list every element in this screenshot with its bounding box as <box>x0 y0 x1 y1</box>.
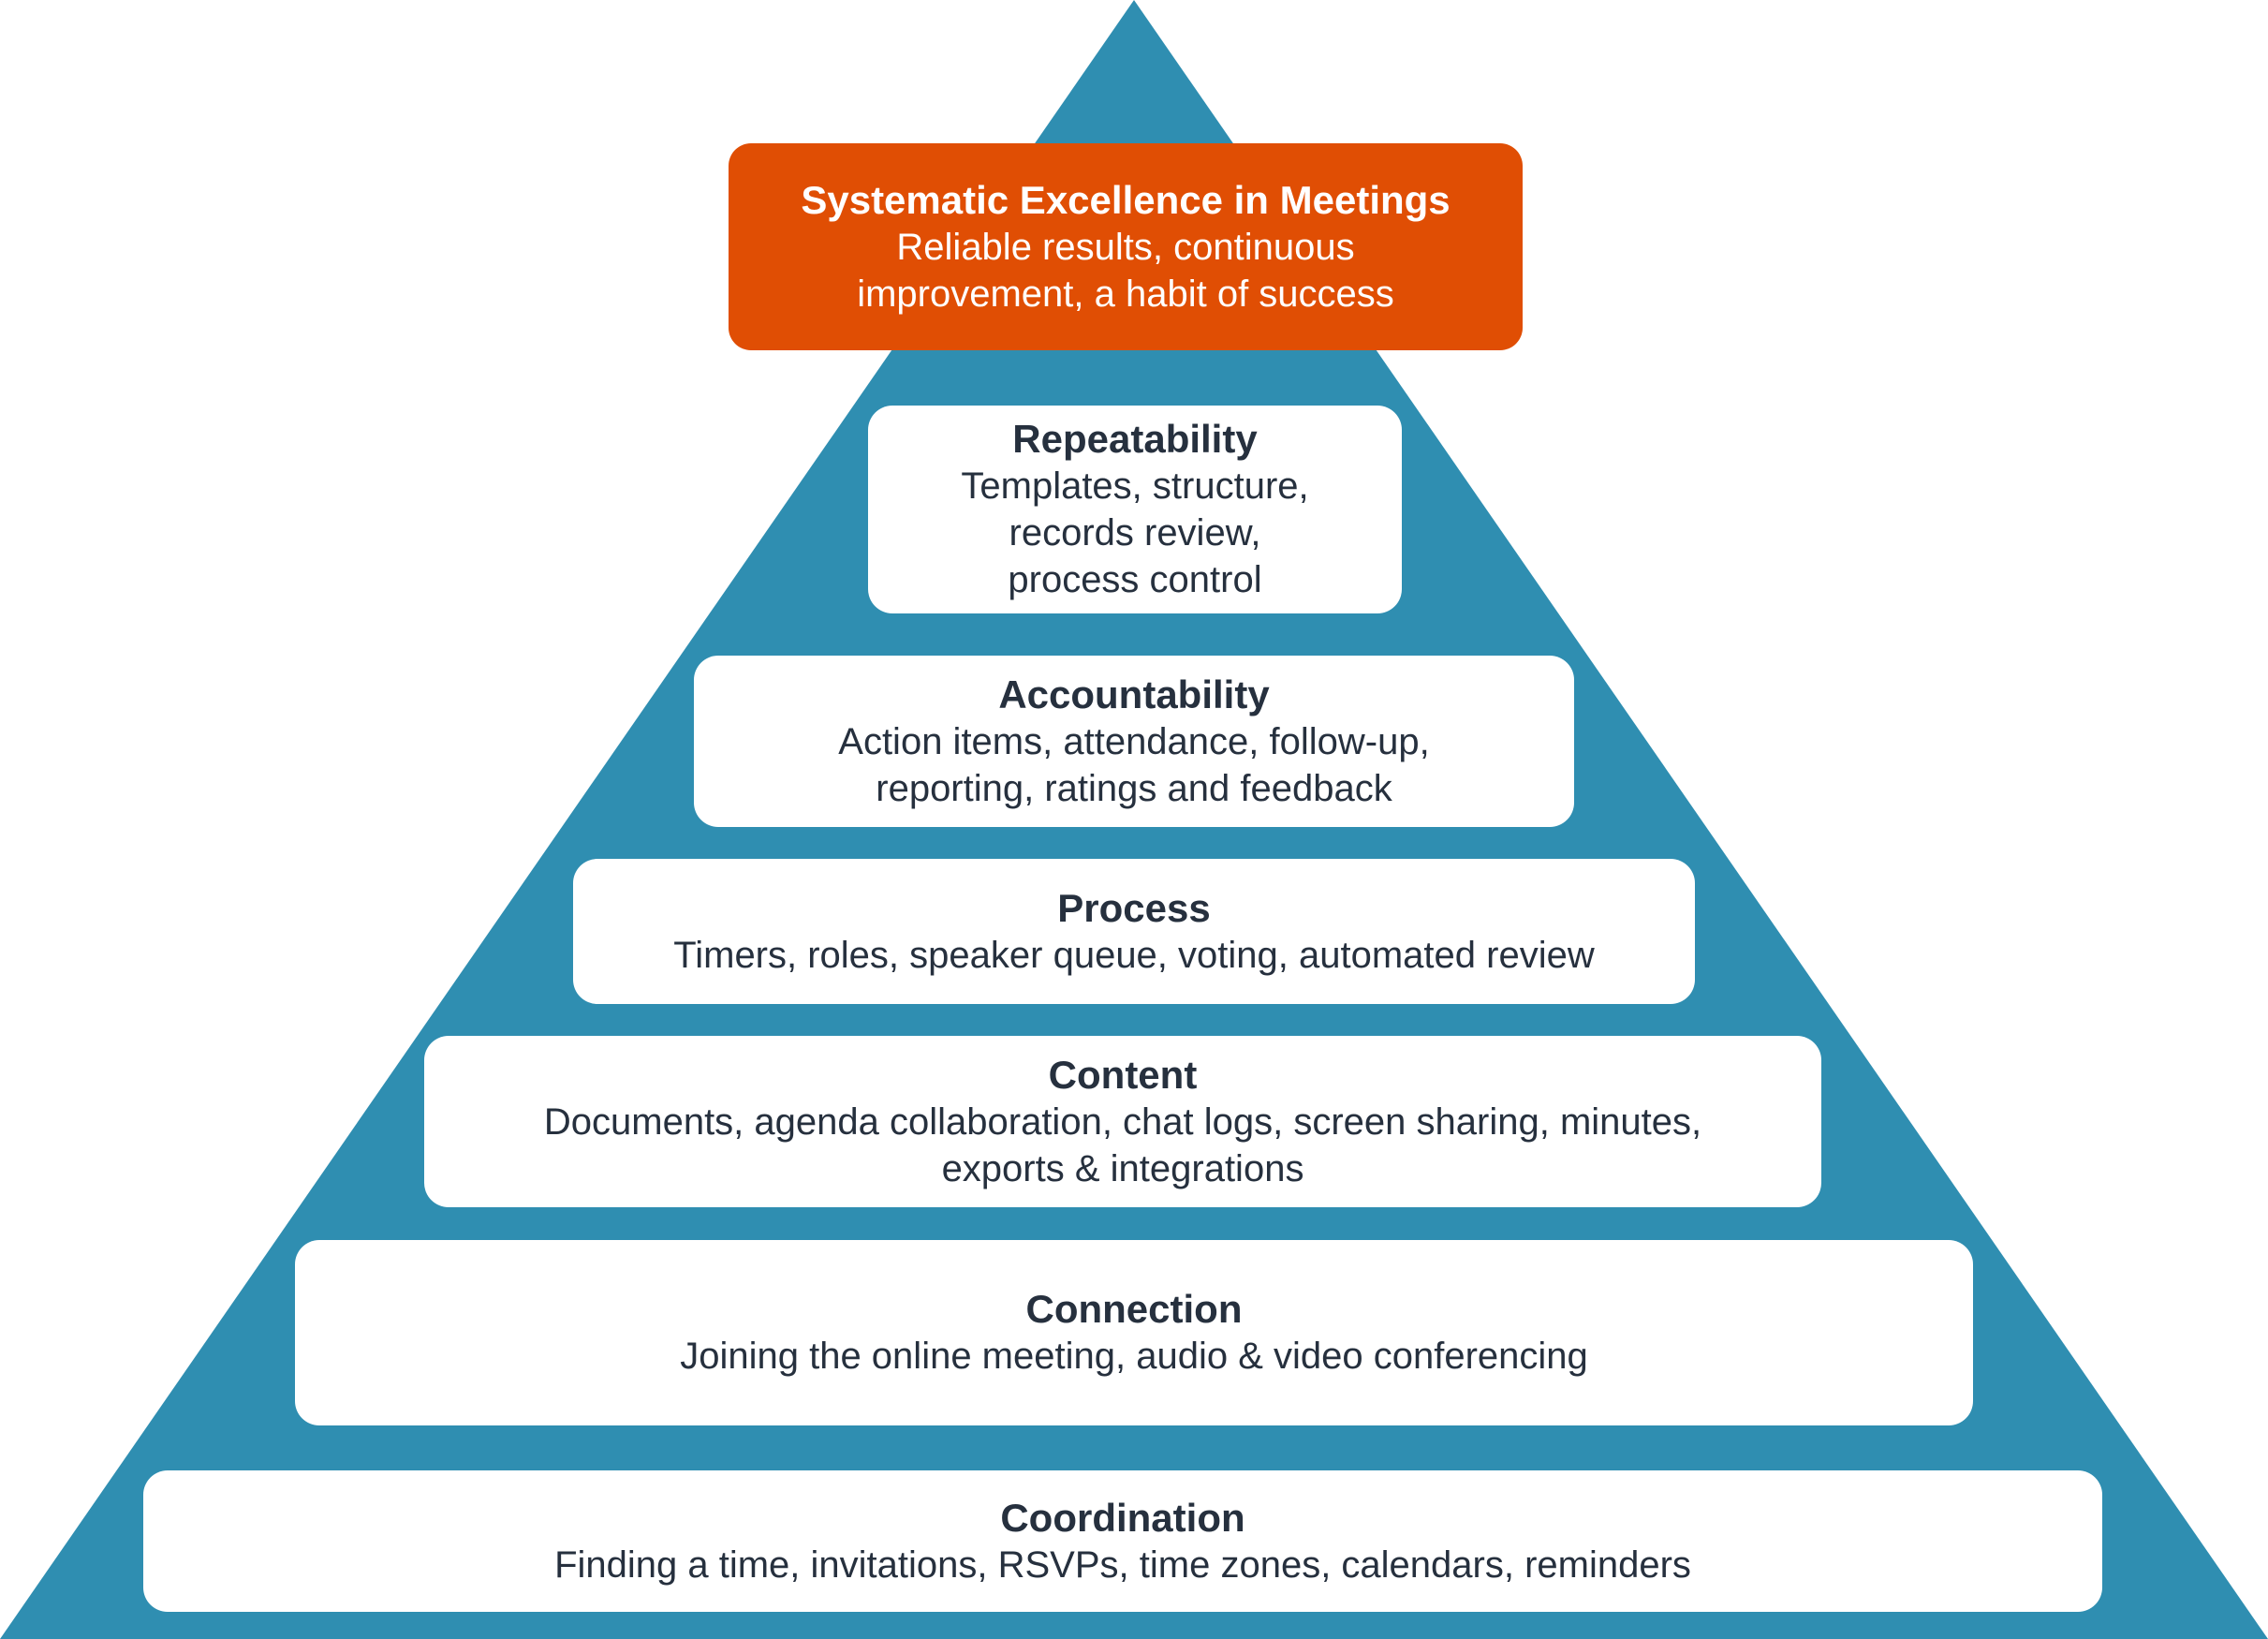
level-description: Action items, attendance, follow-up, rep… <box>838 720 1430 809</box>
level-title: Repeatability <box>1012 417 1258 461</box>
level-content: Content Documents, agenda collaboration,… <box>424 1036 1821 1207</box>
level-description: Joining the online meeting, audio & vide… <box>680 1336 1588 1377</box>
level-process: Process Timers, roles, speaker queue, vo… <box>573 859 1695 1004</box>
level-title: Coordination <box>1000 1495 1245 1540</box>
level-title: Connection <box>1025 1287 1243 1331</box>
level-description: Reliable results, continuous improvement… <box>857 226 1394 315</box>
level-connection: Connection Joining the online meeting, a… <box>295 1240 1973 1425</box>
level-title: Systematic Excellence in Meetings <box>801 177 1451 222</box>
level-title: Process <box>1057 885 1211 930</box>
level-title: Accountability <box>998 672 1270 716</box>
level-coordination: Coordination Finding a time, invitations… <box>143 1470 2102 1612</box>
level-repeatability: Repeatability Templates, structure, reco… <box>868 406 1402 613</box>
level-title: Content <box>1048 1052 1198 1097</box>
level-description: Timers, roles, speaker queue, voting, au… <box>673 934 1595 976</box>
level-description: Documents, agenda collaboration, chat lo… <box>543 1100 1702 1189</box>
level-systematic-excellence: Systematic Excellence in Meetings Reliab… <box>729 143 1523 350</box>
level-description: Templates, structure, records review, pr… <box>961 465 1309 600</box>
level-accountability: Accountability Action items, attendance,… <box>694 656 1574 827</box>
level-description: Finding a time, invitations, RSVPs, time… <box>554 1543 1691 1586</box>
